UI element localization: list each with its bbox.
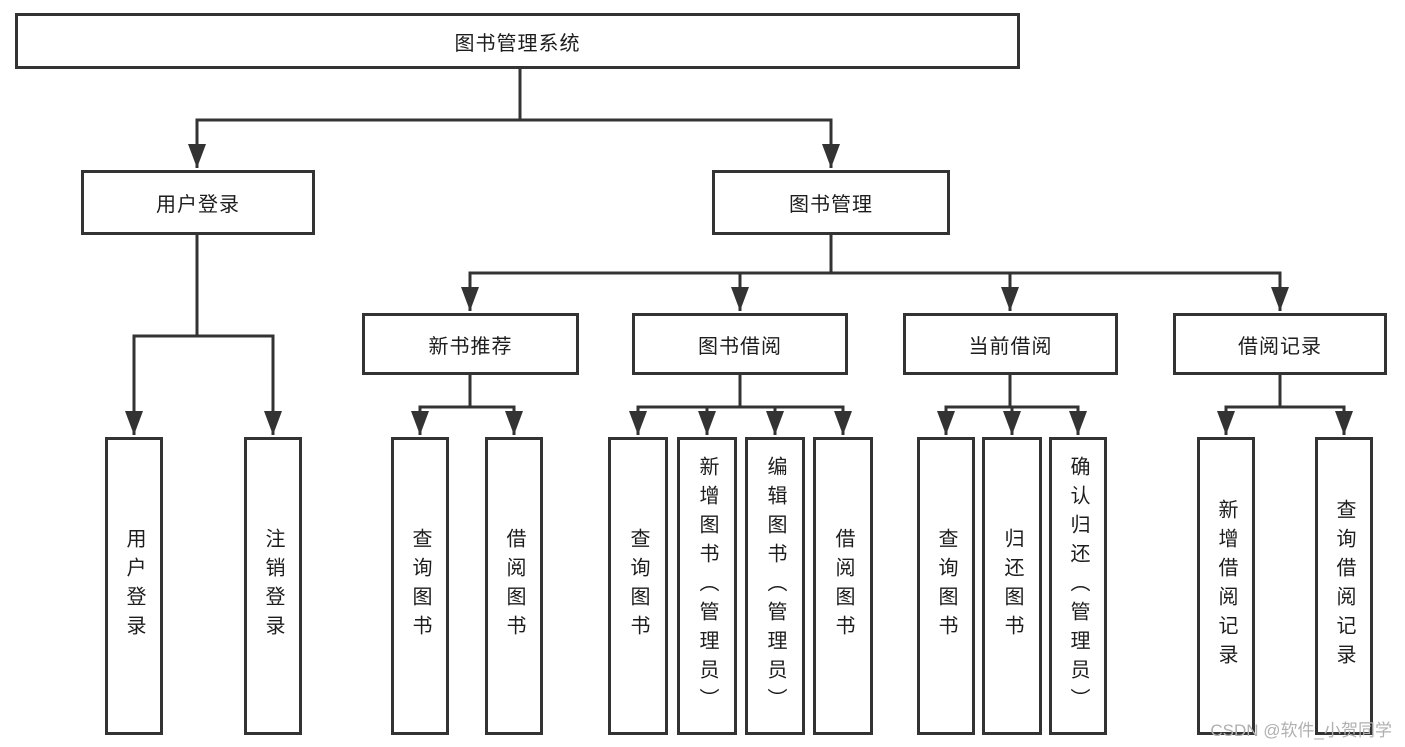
node-book-management-label: 图书管理: [789, 194, 873, 216]
node-current-borrowing-label: 当前借阅: [968, 335, 1053, 358]
connector-current-borrow-children: [937, 374, 1087, 435]
node-edit-book-admin-label: 编辑图书（管理员）: [764, 455, 786, 717]
node-query-borrow-record-label: 查询借阅记录: [1333, 499, 1355, 673]
node-return-books-label: 归还图书: [1001, 528, 1023, 644]
node-query-books-3: 查询图书: [917, 437, 975, 735]
node-query-books-1: 查询图书: [391, 437, 449, 735]
node-query-books-3-label: 查询图书: [935, 528, 957, 644]
node-confirm-return-admin: 确认归还（管理员）: [1049, 437, 1107, 735]
node-user-login: 用户登录: [81, 170, 315, 235]
node-borrow-records-label: 借阅记录: [1238, 335, 1322, 358]
csdn-watermark: CSDN @软件_小贺同学: [1210, 721, 1392, 740]
node-borrow-books-1: 借阅图书: [485, 437, 543, 735]
node-add-book-admin-label: 新增图书（管理员）: [696, 455, 718, 717]
node-return-books: 归还图书: [982, 437, 1042, 735]
node-add-borrow-record: 新增借阅记录: [1197, 437, 1255, 735]
node-new-book-recommend-label: 新书推荐: [428, 335, 513, 358]
connector-book-management-children: [461, 233, 1289, 311]
node-borrow-books-1-label: 借阅图书: [503, 528, 525, 644]
node-new-book-recommend: 新书推荐: [362, 313, 579, 375]
connector-root-to-level2: [188, 66, 840, 168]
connector-user-login-children: [125, 233, 282, 435]
node-logout: 注销登录: [244, 437, 302, 735]
node-edit-book-admin: 编辑图书（管理员）: [745, 437, 805, 735]
node-book-borrowing-label: 图书借阅: [698, 335, 782, 358]
connector-borrow-records-children: [1217, 374, 1353, 435]
node-user-login-label: 用户登录: [156, 194, 240, 216]
node-add-borrow-record-label: 新增借阅记录: [1215, 499, 1237, 673]
node-library-system-label: 图书管理系统: [454, 32, 581, 55]
node-add-book-admin: 新增图书（管理员）: [677, 437, 737, 735]
connector-book-borrow-children: [629, 374, 852, 435]
node-query-books-2: 查询图书: [608, 437, 668, 735]
node-user-login-leaf-label: 用户登录: [123, 528, 145, 644]
node-borrow-records: 借阅记录: [1173, 313, 1387, 375]
node-logout-label: 注销登录: [262, 528, 284, 644]
node-book-borrowing: 图书借阅: [632, 313, 848, 375]
node-current-borrowing: 当前借阅: [903, 313, 1118, 375]
node-confirm-return-admin-label: 确认归还（管理员）: [1067, 455, 1089, 717]
node-library-system: 图书管理系统: [15, 13, 1020, 69]
node-book-management: 图书管理: [712, 170, 950, 235]
node-query-borrow-record: 查询借阅记录: [1315, 437, 1373, 735]
node-borrow-books-2-label: 借阅图书: [832, 528, 854, 644]
node-query-books-2-label: 查询图书: [627, 528, 649, 644]
node-query-books-1-label: 查询图书: [409, 528, 431, 644]
node-user-login-leaf: 用户登录: [105, 437, 163, 735]
node-borrow-books-2: 借阅图书: [813, 437, 873, 735]
connector-new-book-children: [411, 374, 523, 435]
